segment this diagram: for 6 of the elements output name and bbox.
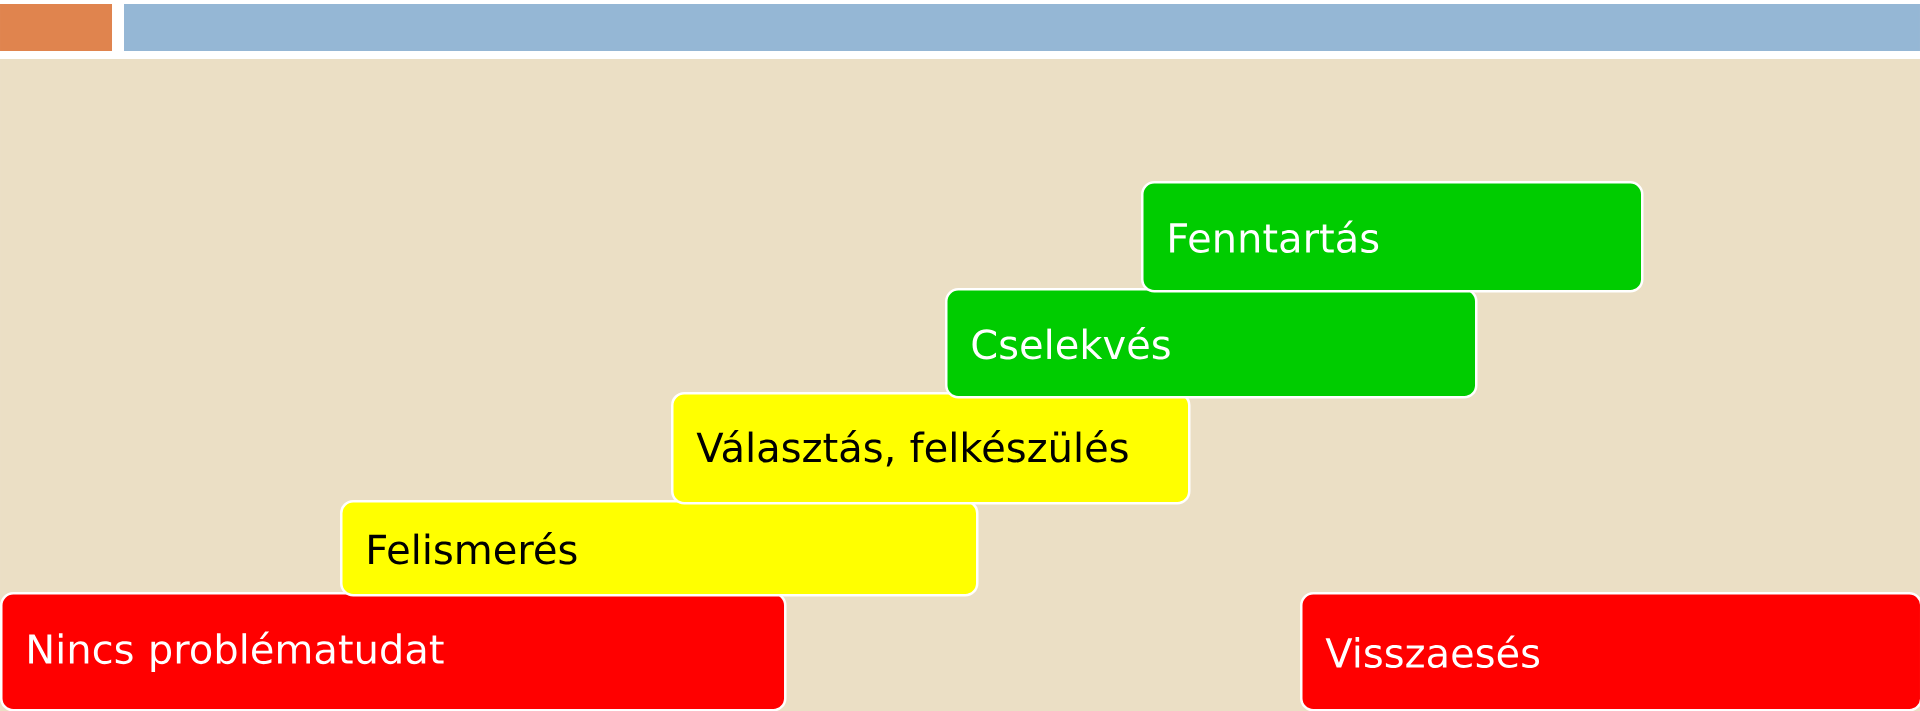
stage-box: Választás, felkészülés bbox=[671, 392, 1191, 505]
stage-box: Cselekvés bbox=[945, 288, 1478, 399]
stage-box: Visszaesés bbox=[1300, 592, 1920, 711]
stage-box: Felismerés bbox=[340, 500, 979, 597]
stage-box: Nincs problématudat bbox=[0, 592, 787, 711]
stage-box: Fenntartás bbox=[1141, 181, 1644, 293]
